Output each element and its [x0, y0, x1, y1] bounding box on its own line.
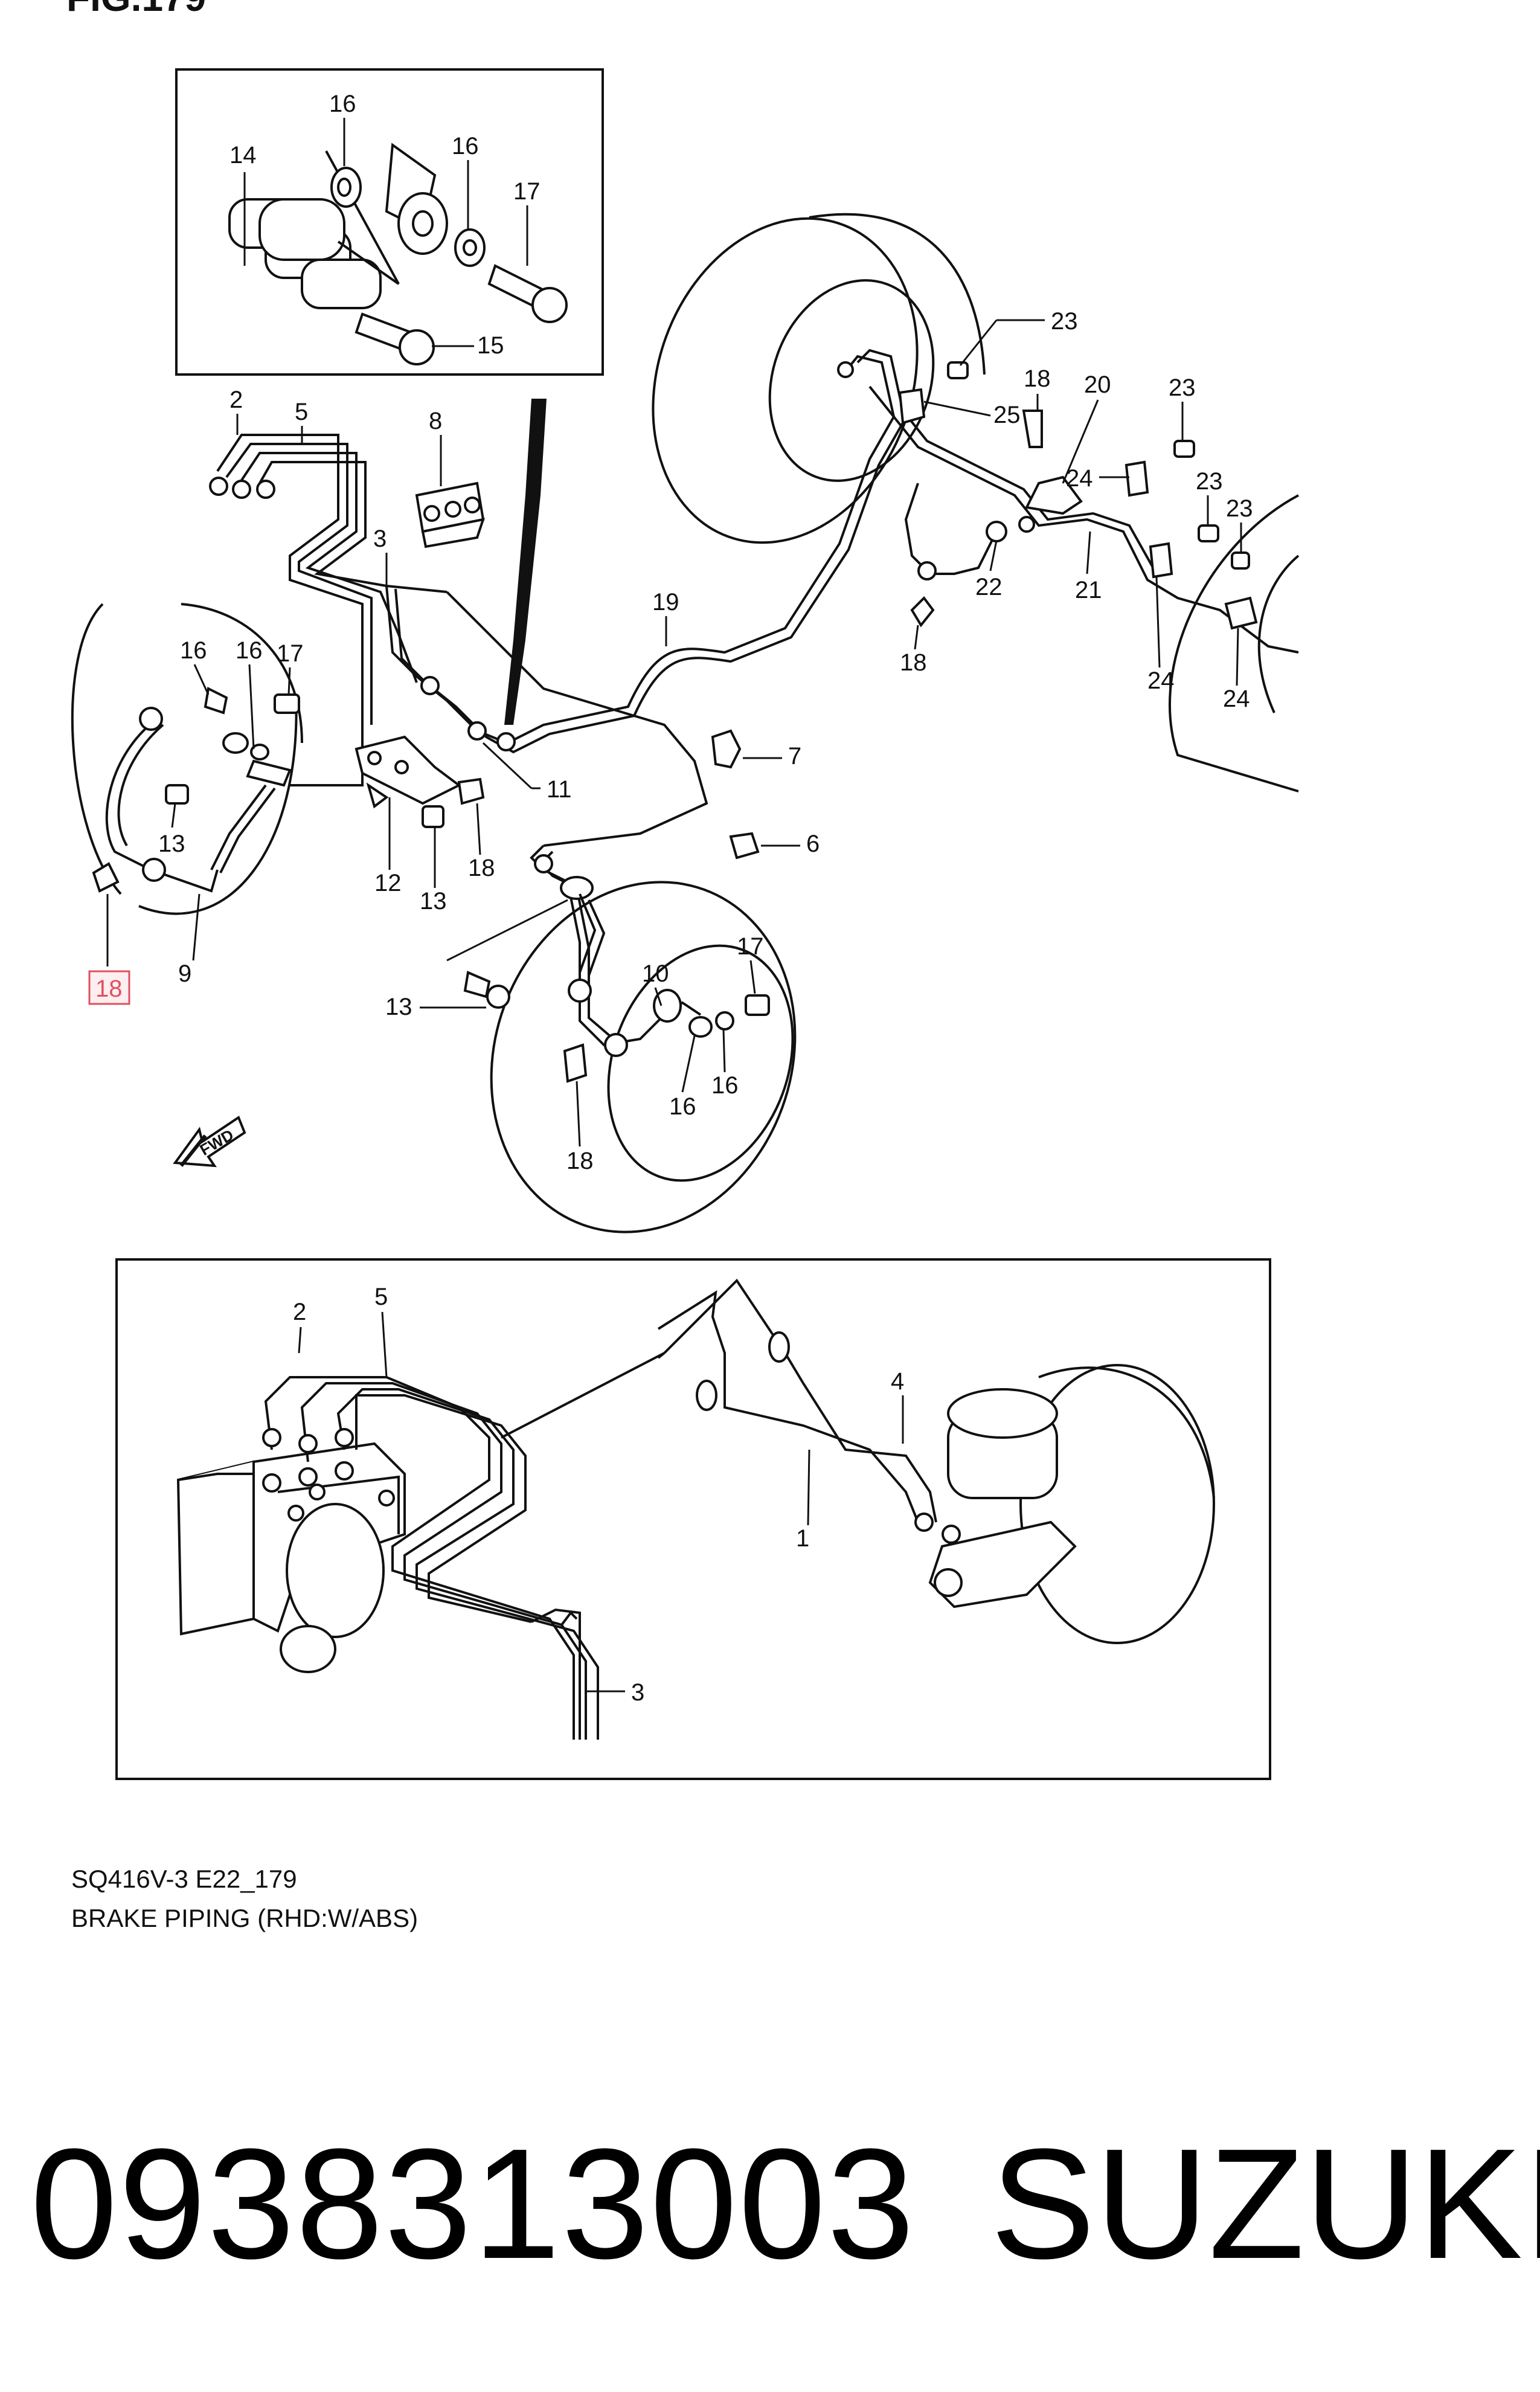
- callout-label: 24: [1066, 465, 1093, 492]
- parts-diagram: FIG.179 16 14 16 17 15: [66, 0, 1300, 1932]
- callout-label: 13: [420, 888, 447, 915]
- callout-label: 14: [229, 142, 257, 169]
- callout-label: 21: [1075, 577, 1102, 603]
- callout-label: 16: [711, 1072, 739, 1099]
- diagram-code: SQ416V-3 E22_179: [71, 1865, 297, 1893]
- callout-label: 15: [477, 332, 504, 359]
- callout-label: 23: [1226, 495, 1253, 522]
- callout-label: 16: [669, 1093, 696, 1120]
- callout-label: 1: [796, 1525, 809, 1552]
- bracket-part-12: [355, 735, 461, 809]
- pointer-arrow: [504, 399, 547, 725]
- callout-label: 2: [293, 1299, 306, 1325]
- clip-part-7: [711, 729, 742, 769]
- callout-label: 17: [277, 640, 304, 667]
- callout-label: 5: [295, 399, 308, 425]
- clip-part-6: [729, 832, 760, 860]
- abs-hydraulic-unit: [176, 1442, 406, 1673]
- callout-label: 16: [329, 91, 356, 117]
- callout-label: 23: [1169, 375, 1196, 401]
- callout-label: 13: [158, 831, 185, 857]
- callout-label: 4: [891, 1368, 904, 1395]
- brand-name: SUZUKI: [990, 2117, 1540, 2292]
- callout-label: 10: [642, 960, 669, 987]
- callout-label: 22: [975, 574, 1003, 600]
- callout-label: 24: [1147, 667, 1175, 694]
- callout-label: 20: [1084, 371, 1111, 398]
- callout-label: 3: [373, 526, 387, 552]
- callout-label: 25: [993, 402, 1021, 428]
- callout-label: 17: [513, 178, 541, 205]
- callout-label: 17: [737, 933, 764, 960]
- callout-label: 18: [468, 855, 495, 881]
- callout-label: 5: [374, 1284, 388, 1310]
- callout-label: 8: [429, 408, 442, 434]
- callout-label: 16: [180, 637, 207, 664]
- callout-label: 23: [1051, 308, 1078, 335]
- fwd-arrow-icon: FWD: [173, 1115, 246, 1168]
- callout-label: 18: [1024, 365, 1051, 392]
- rear-wheel: [652, 213, 986, 544]
- highlighted-callout-18: 18: [95, 976, 123, 1002]
- master-cylinder: [928, 1364, 1215, 1644]
- rear-wheel-right: [1169, 494, 1300, 793]
- callout-label: 11: [547, 776, 572, 803]
- callout-label: 3: [631, 1679, 644, 1706]
- callout-label: 18: [566, 1148, 594, 1174]
- callout-label: 23: [1196, 468, 1223, 495]
- detail-inset-box: [175, 68, 604, 376]
- callout-label: 9: [178, 960, 191, 987]
- callout-label: 2: [229, 387, 243, 413]
- front-wheel: [490, 881, 797, 1233]
- callout-label: 7: [788, 743, 801, 770]
- diagram-title: BRAKE PIPING (RHD:W/ABS): [71, 1904, 418, 1932]
- callout-label: 6: [806, 831, 820, 857]
- figure-title: FIG.179: [66, 0, 206, 19]
- callout-label: 12: [374, 870, 402, 896]
- callout-label: 18: [900, 649, 927, 676]
- callout-label: 16: [452, 133, 479, 159]
- callout-label: 13: [385, 994, 412, 1020]
- diagram-canvas: FIG.179 16 14 16 17 15: [66, 0, 1300, 1932]
- callout-label: 16: [236, 637, 263, 664]
- part-number: 0938313003: [30, 2117, 916, 2292]
- callout-label: 24: [1223, 686, 1250, 712]
- pipe-bundle: [216, 434, 448, 786]
- highlight-box: [88, 970, 130, 1005]
- abs-union-detail: [228, 143, 568, 365]
- left-front-wheel: [71, 603, 303, 915]
- footer: [0, 1993, 1540, 2392]
- callout-label: 19: [652, 589, 679, 616]
- abs-inset-box: [115, 1258, 1271, 1780]
- pipe-clamp-part-8: [415, 481, 485, 548]
